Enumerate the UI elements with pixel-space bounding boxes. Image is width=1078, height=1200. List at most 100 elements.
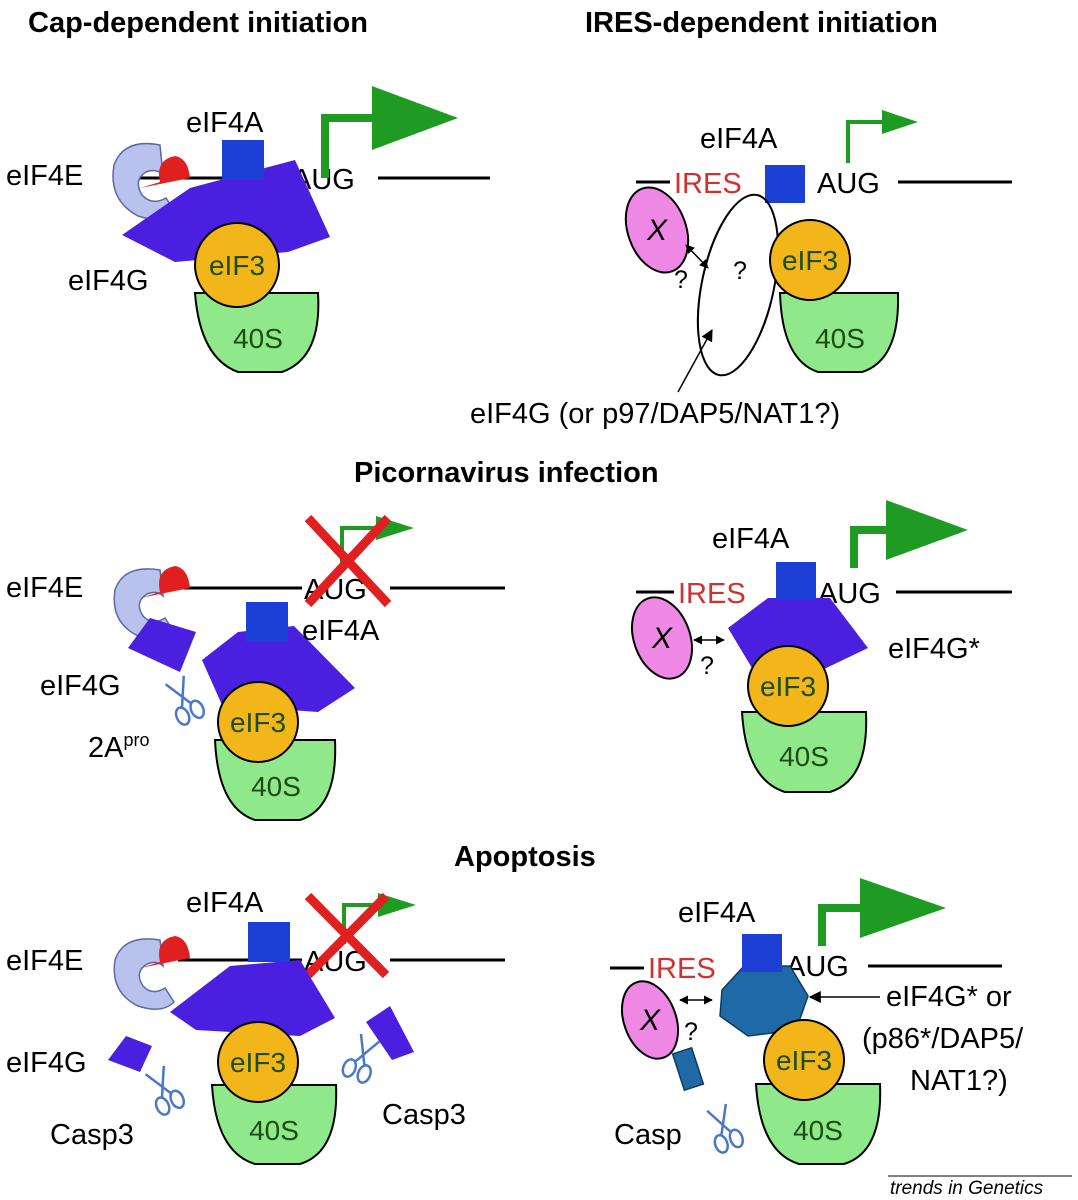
eif4g-fragment-shape [128, 618, 196, 672]
eif4e-shape [113, 938, 175, 1010]
itaf-x-shape [620, 980, 680, 1060]
cap-structure [140, 936, 190, 968]
heading-cap-dependent: Cap-dependent initiation [28, 7, 368, 39]
ribosome-40s-label: 40S [249, 1115, 299, 1146]
itaf-x-shape [624, 186, 690, 274]
heading-apoptosis: Apoptosis [454, 841, 596, 873]
apoptosis-note-line-1: eIF4G* or [886, 981, 1012, 1013]
ires-label: IRES [678, 578, 746, 610]
itaf-x-label: X [651, 622, 673, 655]
eif4g-shape [122, 160, 330, 262]
eif3-label: eIF3 [760, 671, 816, 702]
unknown-mark: ? [700, 652, 714, 680]
interaction-arrow-icon [685, 244, 709, 269]
panel-cap-dependent: Cap-dependent initiation AUG 40S eIF3 eI… [6, 7, 490, 373]
ribosome-40s-label: 40S [779, 741, 829, 772]
ribosome-40s-shape [193, 292, 320, 373]
eif4a-label: eIF4A [700, 123, 778, 155]
eif4a-shape [246, 602, 288, 642]
ribosome-40s-label: 40S [251, 771, 301, 802]
eif4g-cleaved-label: eIF4G* [888, 633, 980, 665]
unknown-mark: ? [733, 257, 747, 285]
journal-credit: trends in Genetics [890, 1178, 1044, 1199]
eif4g-label: eIF4G [68, 265, 149, 297]
ribosome-40s-shape [754, 1083, 882, 1165]
eif4a-label: eIF4A [678, 897, 756, 929]
eif4a-shape [765, 165, 805, 203]
scissors-icon [339, 1031, 385, 1086]
ribosome-40s-shape [740, 711, 868, 793]
eif4a-shape [742, 934, 782, 972]
itaf-x-label: X [639, 1004, 661, 1037]
eif4a-label: eIF4A [302, 615, 380, 647]
cap-structure [140, 566, 190, 598]
panel-ires-dependent: IRES-dependent initiation IRES AUG eIF4A… [470, 7, 1012, 430]
apoptosis-note-line-2: (p86*/DAP5/ [862, 1023, 1024, 1055]
eif4g-cleaved-shape [728, 598, 868, 670]
eif3-label: eIF3 [209, 250, 265, 281]
translation-arrow-icon [321, 114, 388, 178]
protease-2a-label: 2Apro [88, 730, 150, 764]
eif4g-outline [696, 193, 780, 377]
ires-label: IRES [674, 168, 742, 200]
eif3-label: eIF3 [782, 245, 838, 276]
eif3-shape [747, 645, 829, 727]
eif3-label: eIF3 [230, 707, 286, 738]
eif4g-label: eIF4G [6, 1047, 87, 1079]
ires-label: IRES [648, 953, 716, 985]
eif4a-shape [248, 922, 290, 962]
heading-picornavirus: Picornavirus infection [354, 457, 659, 489]
itaf-x-shape [631, 596, 693, 680]
ribosome-40s-label: 40S [815, 323, 865, 354]
eif4g-fragment-shape [108, 1036, 152, 1072]
eif3-shape [194, 222, 280, 308]
ires-eif4g-note: eIF4G (or p97/DAP5/NAT1?) [470, 398, 840, 430]
eif4a-label: eIF4A [186, 887, 264, 919]
eif3-shape [769, 219, 851, 301]
aug-label: AUG [817, 168, 880, 200]
casp-label: Casp [614, 1119, 682, 1151]
itaf-x-label: X [646, 214, 668, 247]
translation-arrow-icon [850, 526, 900, 568]
scissors-icon [702, 1101, 747, 1156]
unknown-mark: ? [674, 266, 688, 294]
panel-picornavirus-infection: Picornavirus infection AUG 40S eIF3 eIF4… [6, 457, 1012, 821]
block-cross-icon [304, 892, 390, 979]
eif3-label: eIF3 [776, 1045, 832, 1076]
eif4g-label: eIF4G [40, 670, 121, 702]
translation-arrowhead-icon [882, 110, 918, 134]
cap-structure [140, 156, 190, 188]
pointer-arrow-icon [677, 328, 713, 393]
casp3-label: Casp3 [382, 1099, 466, 1131]
eif3-shape [217, 1021, 299, 1103]
eif4g-core-shape [170, 960, 335, 1036]
heading-ires-dependent: IRES-dependent initiation [585, 7, 938, 39]
eif4e-label: eIF4E [6, 572, 83, 604]
eif3-label: eIF3 [230, 1047, 286, 1078]
eif3-shape [217, 681, 299, 763]
translation-arrowhead-icon [372, 86, 458, 150]
unknown-mark: ? [684, 1018, 698, 1046]
apoptosis-note-line-3: NAT1?) [910, 1065, 1008, 1097]
translation-arrowhead-icon [860, 878, 946, 938]
ribosome-40s-label: 40S [793, 1115, 843, 1146]
block-cross-icon [304, 514, 392, 608]
ribosome-40s-shape [210, 1084, 338, 1165]
eif4e-label: eIF4E [6, 945, 83, 977]
eif4e-label: eIF4E [6, 160, 83, 192]
scissors-icon [160, 672, 208, 729]
eif4a-shape [222, 140, 264, 180]
scissors-icon [140, 1062, 188, 1119]
casp3-label: Casp3 [50, 1119, 134, 1151]
translation-arrow-icon [818, 904, 872, 946]
eif4a-label: eIF4A [186, 107, 264, 139]
ribosome-40s-shape [778, 292, 900, 373]
eif4a-label: eIF4A [712, 523, 790, 555]
translation-arrowhead-icon [886, 500, 968, 560]
eif3-shape [763, 1019, 845, 1101]
eif4g-fragment-shape [366, 1006, 414, 1060]
translation-arrow-icon [846, 120, 888, 163]
panel-apoptosis: Apoptosis AUG 40S eIF3 eIF4A eIF4E eIF4G… [6, 841, 1024, 1165]
ribosome-40s-label: 40S [233, 323, 283, 354]
